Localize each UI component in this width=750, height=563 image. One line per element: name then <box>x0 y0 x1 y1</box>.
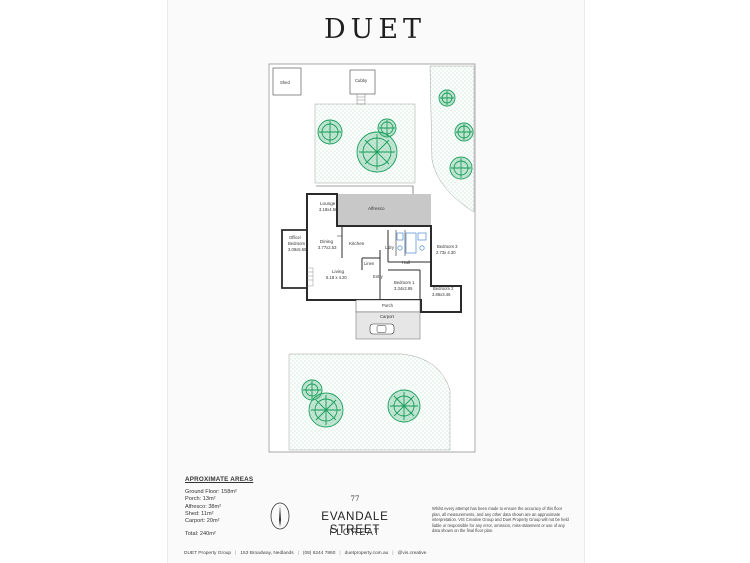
lawn-side <box>429 65 475 213</box>
wet-area-fixtures <box>396 232 427 254</box>
north-compass-icon <box>270 502 290 530</box>
bedroom2-dims: 3.86x3.46 <box>432 292 451 297</box>
area-shed: Shed: 11m² <box>185 510 214 517</box>
bedroom3-dims: 2.73x 4.30 <box>436 250 456 255</box>
bedroom1-label: Bedroom 1 <box>394 280 415 285</box>
office-label: Office/ <box>289 235 302 240</box>
bedroom3-label: Bedroom 3 <box>437 244 458 249</box>
footer-credit[interactable]: @vis.creative <box>397 550 427 556</box>
dining-dims: 3.77x2.53 <box>318 245 337 250</box>
footer-address: 153 Broadway, Nedlands <box>240 550 294 556</box>
cubby-box <box>349 69 376 95</box>
tree-icon <box>356 131 398 173</box>
area-carport: Carport: 20m² <box>185 518 220 525</box>
alfresco-label: Alfresco <box>368 206 385 211</box>
living-dims: 6.18 x 4.20 <box>326 275 347 280</box>
area-total: Total: 240m² <box>185 531 216 537</box>
lawn-front <box>288 353 451 451</box>
area-porch: Porch: 13m² <box>185 496 216 503</box>
living-label: Living <box>332 269 344 274</box>
hall-label: Hall <box>402 260 410 265</box>
tree-icon <box>317 119 343 145</box>
areas-list: Ground Floor: 158m² Porch: 13m² Alfresco… <box>185 489 237 525</box>
office-label-2: Bedroom 4 <box>288 241 309 246</box>
ldry-label: L'dry <box>385 245 395 250</box>
tree-icon <box>387 389 421 423</box>
footer-separator: | <box>339 550 341 556</box>
area-alfresco: Alfresco: 38m² <box>185 503 222 510</box>
lounge-label: Lounge <box>320 201 336 206</box>
entry-label: Entry <box>373 274 384 279</box>
street-name: EVANDALE STREET <box>321 510 389 536</box>
tree-icon <box>454 122 474 142</box>
disclaimer-text: Whilst every attempt has been made to en… <box>432 506 569 533</box>
tree-icon <box>438 89 456 107</box>
car-icon <box>369 323 395 335</box>
bedroom1-dims: 3.34x3.95 <box>394 286 413 291</box>
footer-company: DUET Property Group <box>184 550 232 556</box>
shed-label: Shed <box>280 80 290 85</box>
carport-label: Carport <box>380 314 395 319</box>
duet-logo: DUET <box>323 14 427 45</box>
footer-bar: DUET Property Group | 153 Broadway, Nedl… <box>184 549 572 557</box>
tree-icon <box>377 118 397 138</box>
tree-group <box>301 89 474 428</box>
footer-separator: | <box>297 550 299 556</box>
dining-label: Dining <box>320 239 333 244</box>
alfresco-area <box>337 194 431 226</box>
suburb: FLOREAT <box>329 527 381 537</box>
cubby-label: Cubby <box>355 78 368 83</box>
tree-icon <box>308 392 344 428</box>
kitchen-label: Kitchen <box>349 241 365 246</box>
linen-label: Linen <box>364 261 375 266</box>
shed-box <box>272 67 302 96</box>
footer-separator: | <box>392 550 394 556</box>
footer-website[interactable]: duetproperty.com.au <box>344 550 389 556</box>
street-number: 77 <box>350 495 360 503</box>
footer-phone: (08) 6244 7860 <box>302 550 336 556</box>
bedroom2-label: Bedroom 2 <box>433 286 454 291</box>
office-dims: 3.08x5.55 <box>288 247 307 252</box>
lounge-dims: 3.18x4.50 <box>319 207 338 212</box>
porch-label: Porch <box>382 303 394 308</box>
footer-separator: | <box>235 550 237 556</box>
area-ground-floor: Ground Floor: 158m² <box>185 489 237 495</box>
tree-icon <box>301 379 323 401</box>
approx-areas-title: APROXIMATE AREAS <box>185 476 254 483</box>
tree-icon <box>449 156 473 180</box>
